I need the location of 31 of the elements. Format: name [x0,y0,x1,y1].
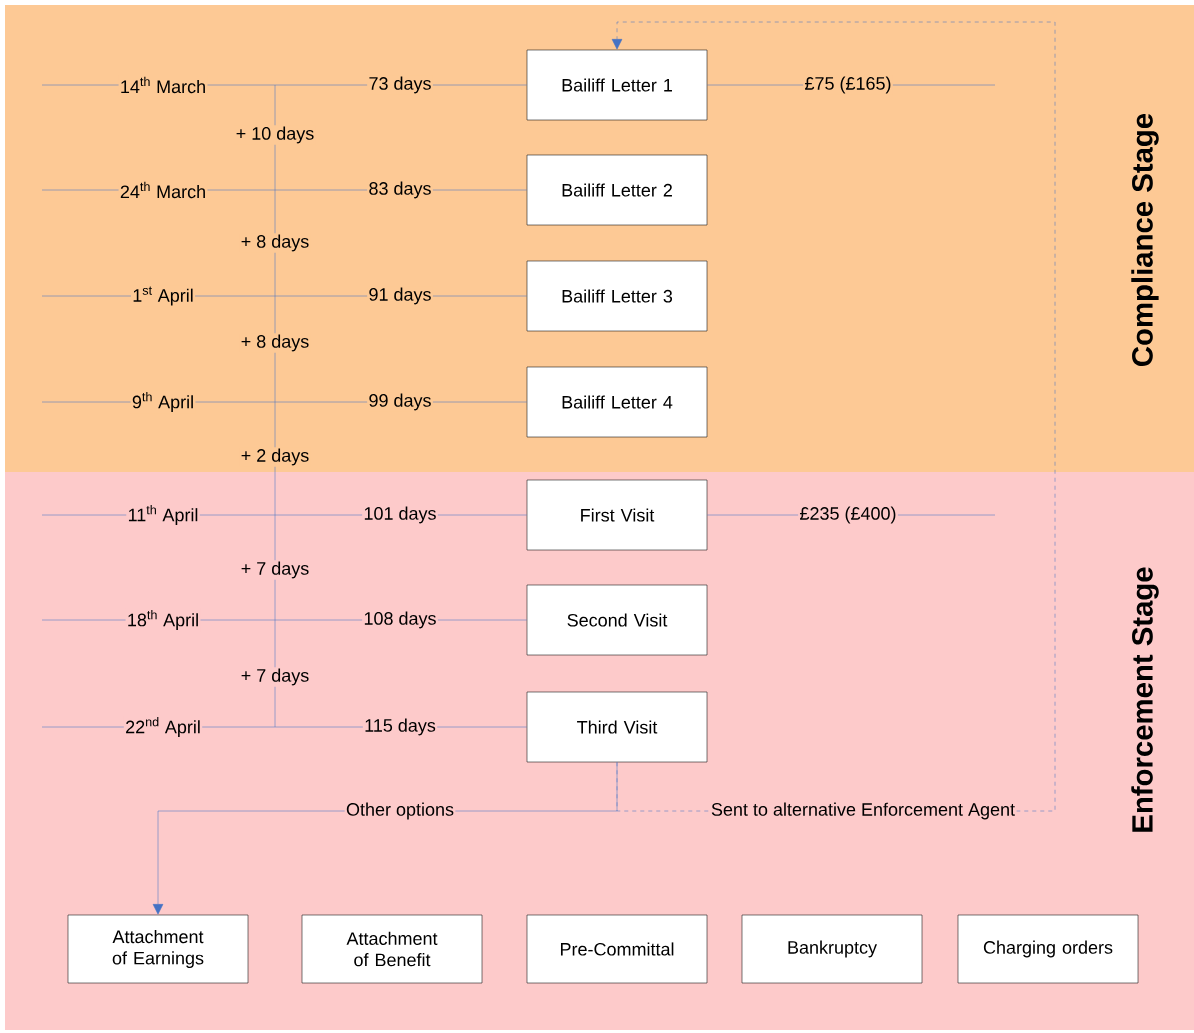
date-label: 11$^{th}$ April [126,503,200,527]
process-box: First Visit [526,479,708,551]
process-box: Bailiff Letter 1 [526,49,708,121]
process-box: Pre-Committal [526,914,708,984]
process-box: Attachment of Benefit [301,914,483,984]
process-box: Bailiff Letter 4 [526,366,708,438]
edge-label: Other options [344,801,456,821]
date-label: 1$^{st}$ April [130,285,196,307]
process-box: Bankruptcy [741,914,923,984]
edge-label: £75 (£165) [803,75,893,95]
interval-label: + 2 days [239,447,311,467]
interval-label: + 7 days [239,667,311,687]
process-box: Attachment of Earnings [67,914,249,984]
edge-label: 99 days [367,392,433,412]
edge-label: 101 days [362,505,438,525]
process-box: Bailiff Letter 3 [526,260,708,332]
interval-label: + 8 days [239,233,311,253]
process-box: Third Visit [526,691,708,763]
process-box: Second Visit [526,584,708,656]
edge-label: 91 days [367,286,433,306]
edge-label: 73 days [367,75,433,95]
interval-label: + 7 days [239,560,311,580]
interval-label: + 8 days [239,333,311,353]
edge-label: 108 days [362,610,438,630]
interval-label: + 10 days [234,125,316,145]
edge-label: 115 days [362,717,438,737]
process-box: Charging orders [957,914,1139,984]
edge-label: Sent to alternative Enforcement Agent [709,801,1017,821]
edge-label: £235 (£400) [798,505,898,525]
process-box: Bailiff Letter 2 [526,154,708,226]
edge-label: 83 days [367,180,433,200]
